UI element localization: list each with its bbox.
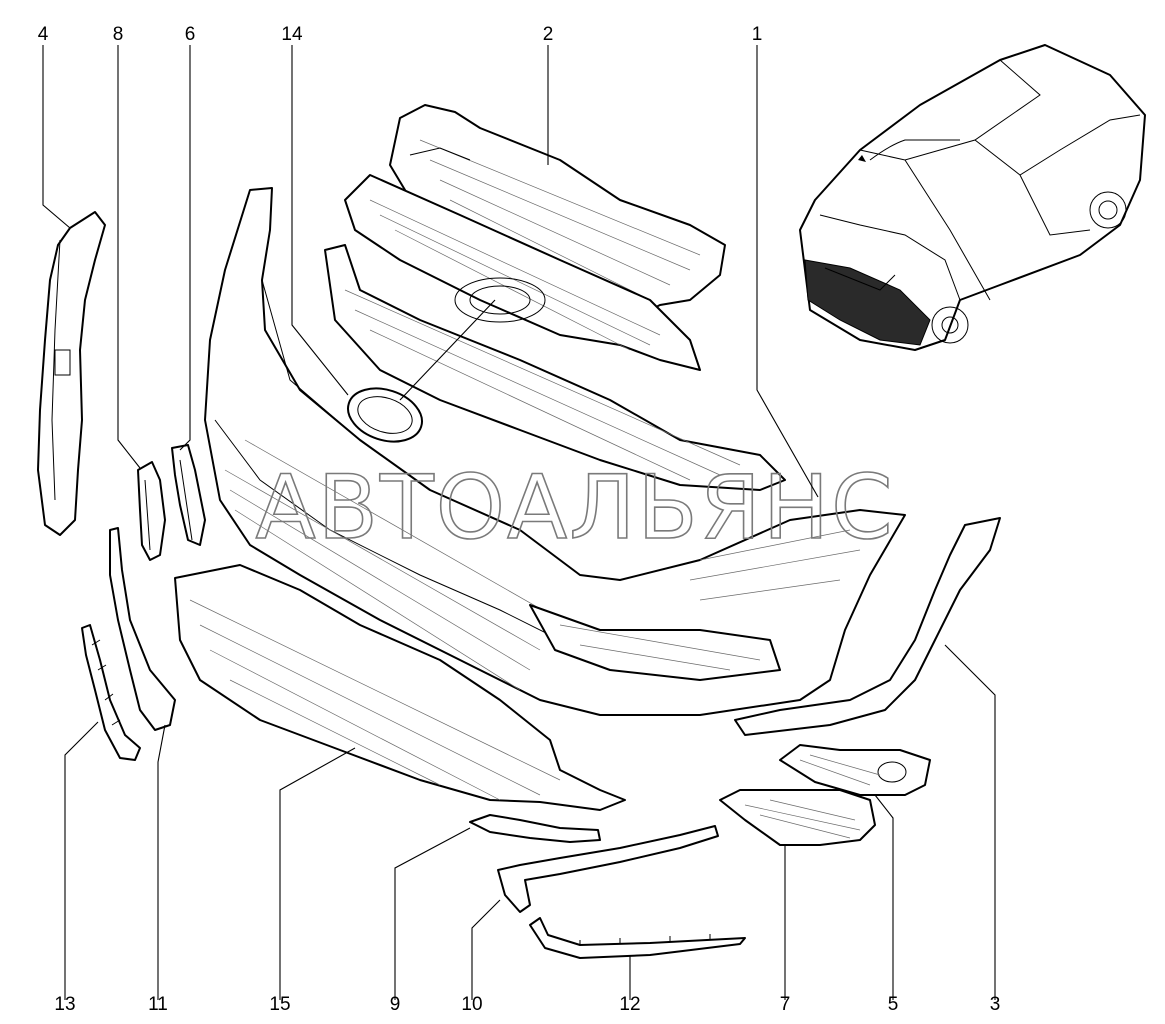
callout-7: 7 [780, 994, 791, 1015]
callout-2: 2 [543, 24, 554, 45]
leader-lines [42, 45, 996, 1000]
callout-13: 13 [54, 994, 75, 1015]
part-11-trim-strip [109, 527, 176, 731]
part-10-long-trim [497, 825, 719, 913]
callout-1: 1 [752, 24, 763, 45]
callout-11: 11 [148, 994, 168, 1015]
part-grille-frame [344, 174, 701, 371]
callout-10: 10 [461, 994, 482, 1015]
part-lower-grille-mesh [324, 244, 786, 491]
car-illustration [799, 44, 1146, 351]
part-15-lower-spoiler [174, 564, 626, 811]
callout-14: 14 [281, 24, 303, 45]
callout-15: 15 [269, 994, 290, 1015]
callout-labels: 4 8 6 14 2 1 13 11 15 9 10 12 7 5 3 [38, 24, 1001, 1015]
part-1-front-bumper [204, 187, 906, 716]
part-6-bracket [171, 444, 206, 546]
callout-3: 3 [990, 994, 1001, 1015]
part-3-side-strip [734, 517, 1001, 736]
part-4-side-bracket [37, 211, 106, 536]
callout-9: 9 [390, 994, 401, 1015]
callout-12: 12 [619, 994, 640, 1015]
callout-8: 8 [113, 24, 124, 45]
callout-4: 4 [38, 24, 49, 45]
part-13-toothed-strip [81, 624, 141, 761]
watermark-text: АВТОАЛЬЯНС [255, 456, 894, 559]
callout-6: 6 [185, 24, 196, 45]
part-8-bracket [137, 461, 166, 561]
part-5-fog-lamp-frame [779, 744, 931, 796]
part-9-trim [469, 814, 601, 843]
part-14-emblem [347, 387, 423, 443]
callout-5: 5 [888, 994, 899, 1015]
part-12-trim [529, 917, 746, 959]
part-7-fog-lamp-frame [719, 789, 876, 846]
